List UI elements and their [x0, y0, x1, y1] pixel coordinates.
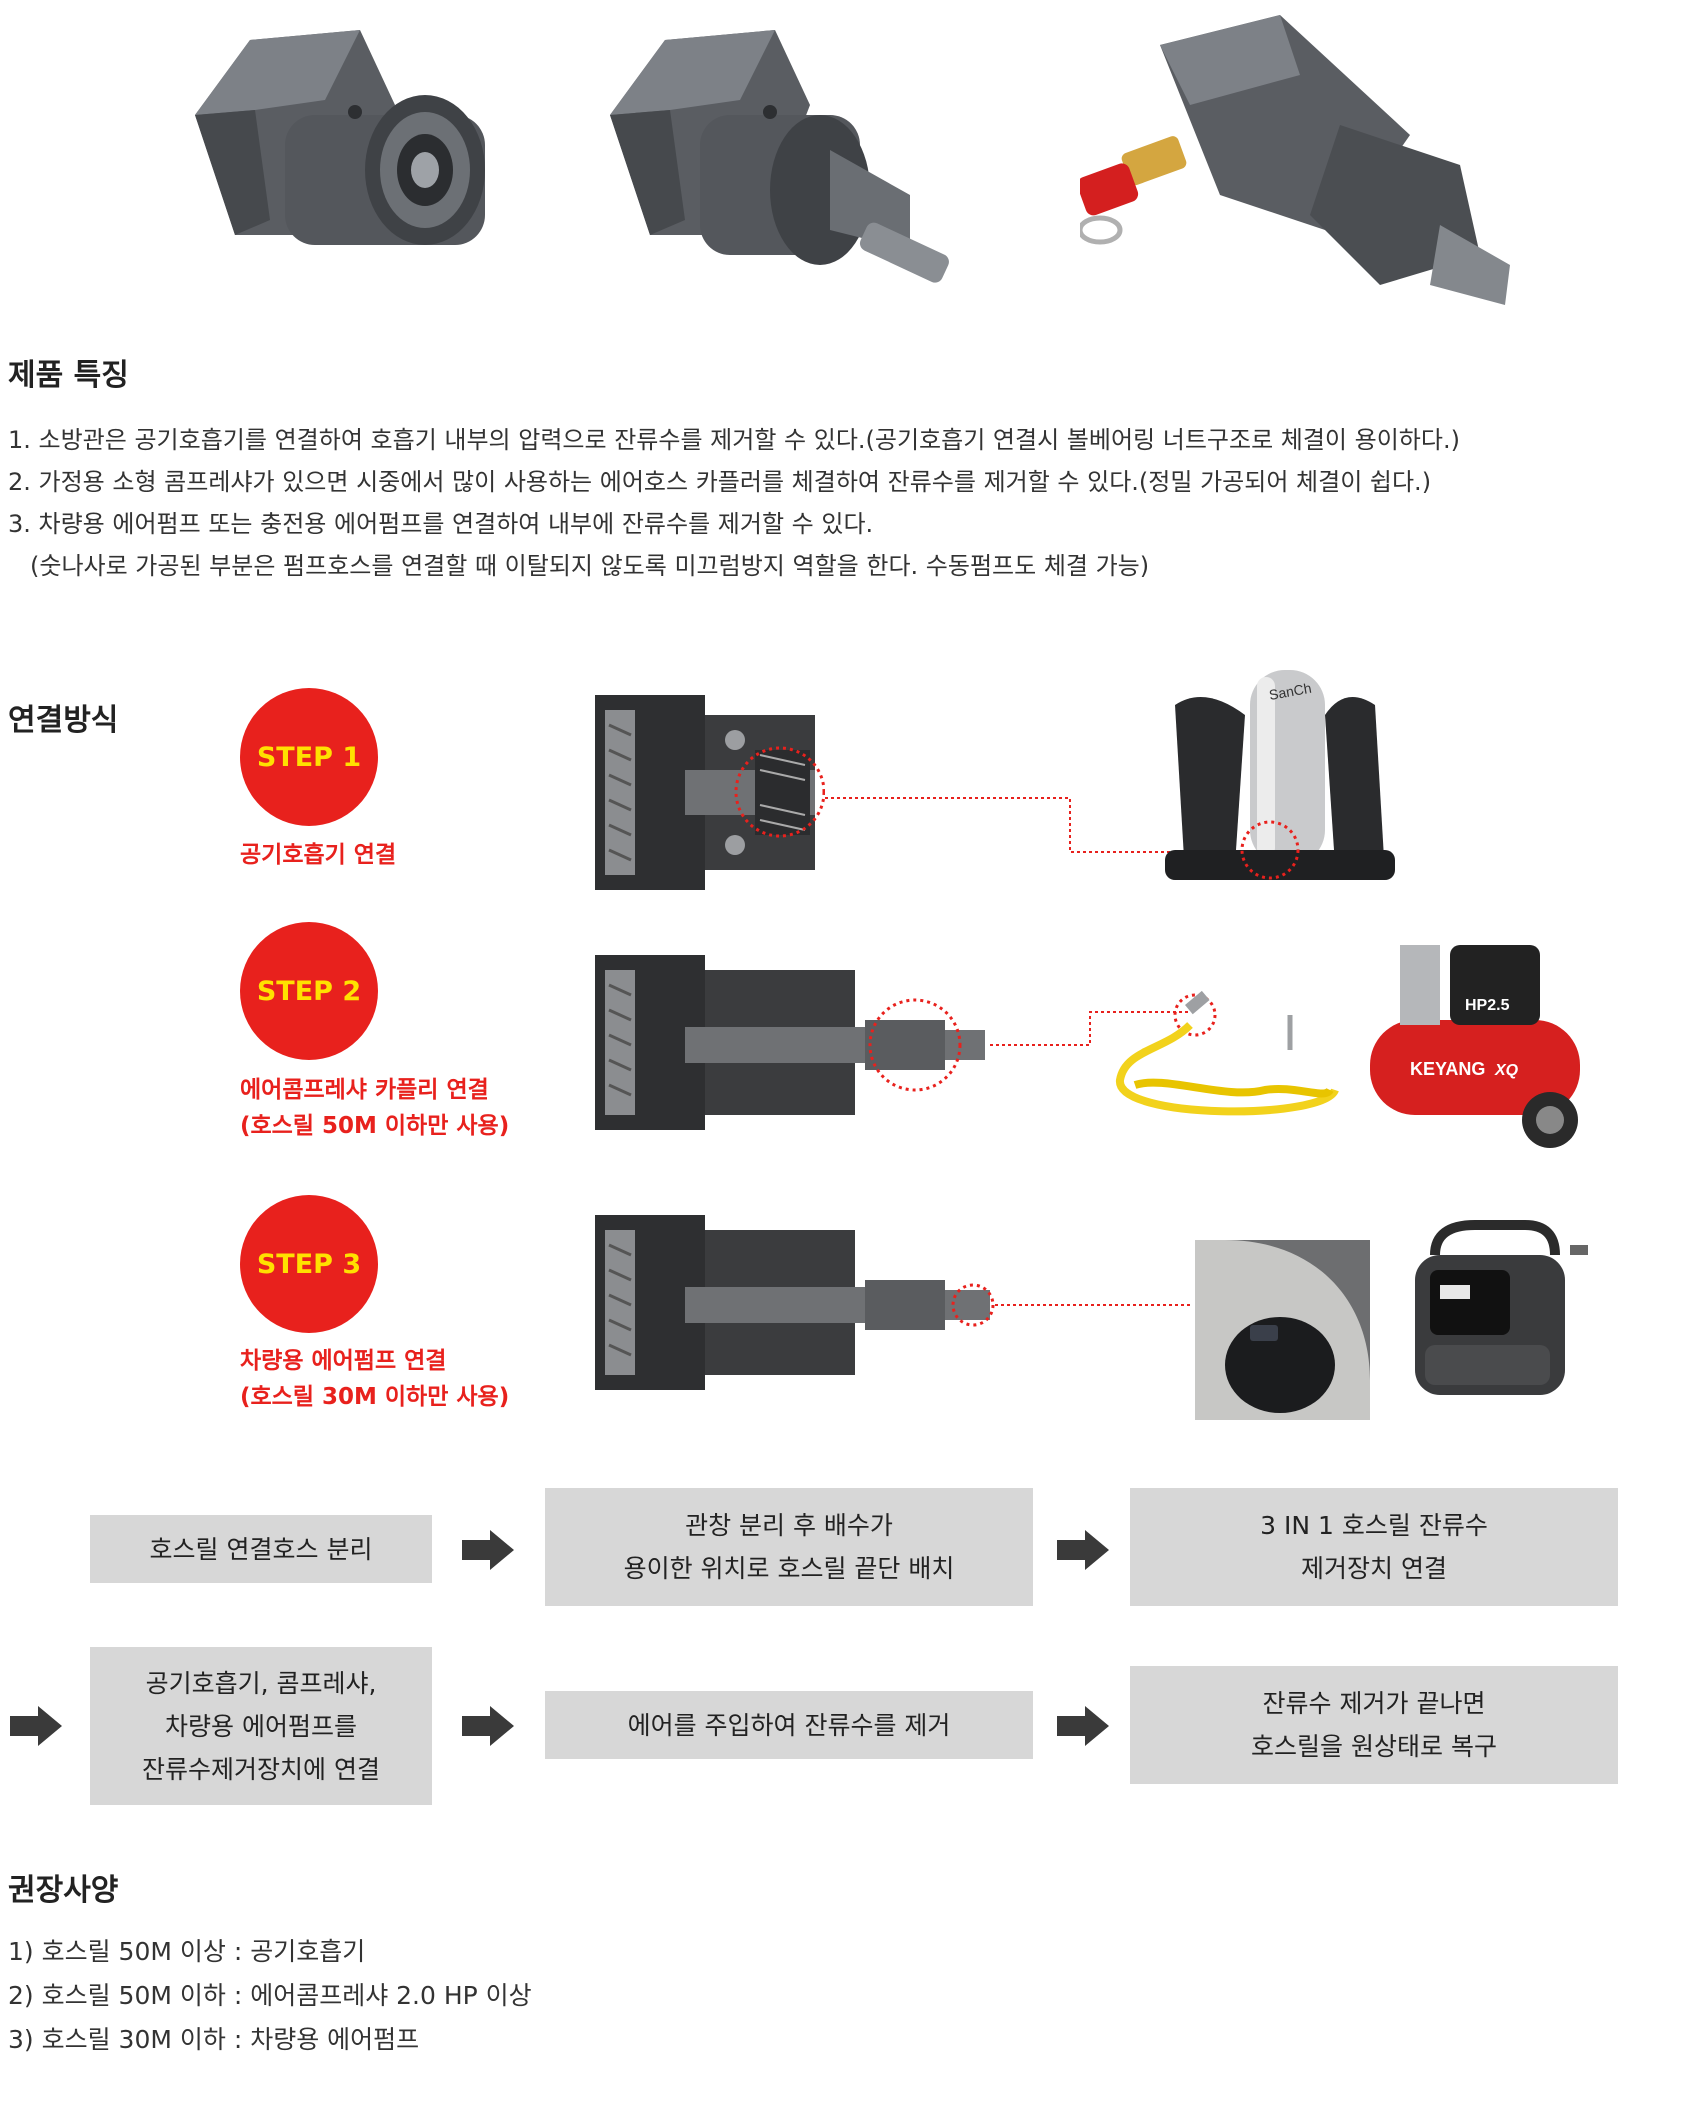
feature-item-1: 1. 소방관은 공기호흡기를 연결하여 호흡기 내부의 압력으로 잔류수를 제거… — [8, 426, 1460, 454]
step-2-caption-line-2: (호스릴 50M 이하만 사용) — [240, 1113, 510, 1139]
connection-title: 연결방식 — [8, 703, 119, 738]
step-2-caption: 에어콤프레샤 카플리 연결 (호스릴 50M 이하만 사용) — [240, 1072, 509, 1144]
flow-step-3-text: 3 IN 1 호스릴 잔류수 제거장치 연결 — [1260, 1511, 1488, 1583]
flow-arrow-1-icon — [462, 1530, 514, 1570]
flow-step-1-box: 호스릴 연결호스 분리 — [90, 1515, 432, 1583]
portable-pump-photo — [1415, 1220, 1588, 1395]
spec-item-2: 2) 호스릴 50M 이하 : 에어콤프레샤 2.0 HP 이상 — [8, 1981, 532, 2010]
step-3-caption-line-1: 차량용 에어펌프 연결 — [240, 1348, 447, 1374]
compressor-hp-label: HP2.5 — [1465, 997, 1510, 1014]
flow-step-3-box: 3 IN 1 호스릴 잔류수 제거장치 연결 — [1130, 1488, 1618, 1606]
spec-item-1: 1) 호스릴 50M 이상 : 공기호흡기 — [8, 1937, 366, 1966]
step-3-caption-line-2: (호스릴 30M 이하만 사용) — [240, 1384, 510, 1410]
feature-item-3: 3. 차량용 에어펌프 또는 충전용 에어펌프를 연결하여 내부에 잔류수를 제… — [8, 510, 874, 538]
spec-title: 권장사양 — [8, 1873, 119, 1908]
flow-step-2-box: 관창 분리 후 배수가 용이한 위치로 호스릴 끝단 배치 — [545, 1488, 1033, 1606]
step-1-caption: 공기호흡기 연결 — [240, 837, 396, 873]
flow-arrow-5-icon — [1057, 1706, 1109, 1746]
tire-pump-photo — [1195, 1240, 1370, 1420]
compressor-brand-label: KEYANG — [1410, 1059, 1485, 1079]
step-2-badge: STEP 2 — [240, 922, 378, 1060]
flow-step-5-text: 에어를 주입하여 잔류수를 제거 — [627, 1710, 951, 1740]
step-3-caption: 차량용 에어펌프 연결 (호스릴 30M 이하만 사용) — [240, 1343, 509, 1415]
step-2-caption-line-1: 에어콤프레샤 카플리 연결 — [240, 1077, 489, 1103]
step-1-badge: STEP 1 — [240, 688, 378, 826]
features-title: 제품 특징 — [8, 358, 129, 393]
cross-section-step-1 — [595, 695, 825, 890]
product-image-coupler-adapter — [610, 30, 949, 283]
step-1-caption-line: 공기호흡기 연결 — [240, 842, 397, 868]
flow-step-5-box: 에어를 주입하여 잔류수를 제거 — [545, 1691, 1033, 1759]
feature-item-2: 2. 가정용 소형 콤프레샤가 있으면 시중에서 많이 사용하는 에어호스 카플… — [8, 468, 1432, 496]
step-3-badge: STEP 3 — [240, 1195, 378, 1333]
air-hose-coupler-image — [1116, 990, 1339, 1116]
leader-line-step-3 — [995, 1304, 1190, 1306]
flow-arrow-3-icon — [10, 1706, 62, 1746]
leader-line-step-1 — [825, 797, 1255, 853]
flow-step-4-text: 공기호흡기, 콤프레샤, 차량용 에어펌프를 잔류수제거장치에 연결 — [142, 1668, 380, 1784]
breathing-apparatus-image: SanCh — [1165, 670, 1395, 880]
leader-line-step-2 — [990, 1011, 1190, 1046]
air-compressor-image: HP2.5 KEYANG XQ — [1370, 945, 1580, 1148]
flow-step-6-box: 잔류수 제거가 끝나면 호스릴을 원상태로 복구 — [1130, 1666, 1618, 1784]
flow-step-4-box: 공기호흡기, 콤프레샤, 차량용 에어펌프를 잔류수제거장치에 연결 — [90, 1647, 432, 1805]
cross-section-step-3 — [595, 1215, 995, 1390]
flow-arrow-2-icon — [1057, 1530, 1109, 1570]
flow-step-1-text: 호스릴 연결호스 분리 — [149, 1534, 373, 1564]
scba-brand-label: SanCh — [1268, 680, 1313, 703]
product-image-breathing-adapter — [195, 30, 485, 245]
flow-arrow-4-icon — [462, 1706, 514, 1746]
feature-item-3-note: (숫나사로 가공된 부분은 펌프호스를 연결할 때 이탈되지 않도록 미끄럼방지… — [30, 552, 1150, 580]
compressor-model-label: XQ — [1494, 1062, 1519, 1079]
cross-section-step-2 — [595, 955, 985, 1130]
step-2-badge-label: STEP 2 — [256, 975, 362, 1007]
step-1-badge-label: STEP 1 — [256, 741, 362, 773]
spec-item-3: 3) 호스릴 30M 이하 : 차량용 에어펌프 — [8, 2025, 420, 2054]
product-image-pump-adapter — [1080, 15, 1510, 305]
flow-step-2-text: 관창 분리 후 배수가 용이한 위치로 호스릴 끝단 배치 — [623, 1511, 955, 1583]
step-3-badge-label: STEP 3 — [256, 1248, 362, 1280]
flow-step-6-text: 잔류수 제거가 끝나면 호스릴을 원상태로 복구 — [1251, 1689, 1497, 1761]
